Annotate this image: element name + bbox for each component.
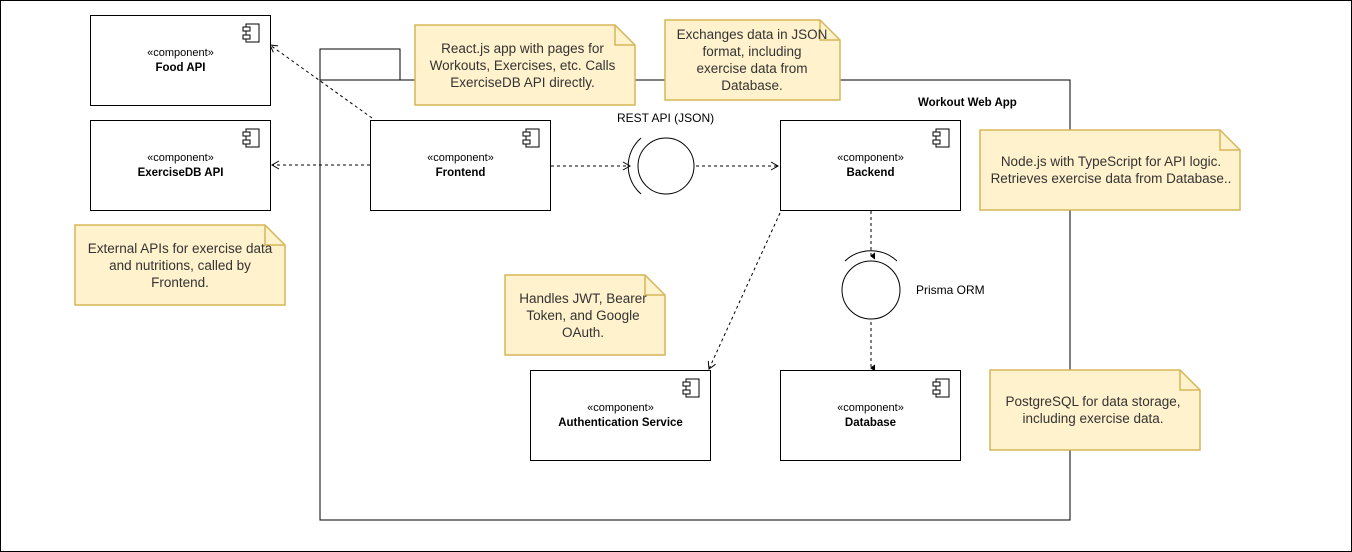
component-database[interactable]: «component» Database (780, 370, 961, 461)
component-frontend[interactable]: «component» Frontend (370, 120, 551, 211)
component-name: Food API (155, 61, 206, 74)
connector-backend-auth (707, 212, 781, 370)
interface-rest-api (627, 137, 695, 195)
component-backend[interactable]: «component» Backend (780, 120, 961, 211)
note-json-shape (664, 19, 841, 101)
note-json-exchange: Exchanges data in JSON format, including… (676, 27, 828, 93)
component-name: ExerciseDB API (137, 166, 224, 179)
note-external-shape (74, 224, 286, 306)
component-icon (932, 378, 950, 398)
component-exercisedb-api[interactable]: «component» ExerciseDB API (90, 120, 271, 211)
component-name: Frontend (435, 166, 486, 179)
note-external-apis: External APIs for exercise data and nutr… (87, 240, 273, 290)
stereotype-label: «component» (837, 151, 904, 164)
connector-frontend-foodapi (269, 44, 373, 119)
component-name: Database (844, 416, 897, 429)
package-label: Workout Web App (918, 97, 1017, 109)
rest-api-label: REST API (JSON) (617, 111, 715, 125)
note-postgres: PostgreSQL for data storage, including e… (1005, 394, 1181, 426)
note-react-shape (414, 24, 636, 106)
component-food-api[interactable]: «component» Food API (90, 15, 271, 106)
component-name: Backend (846, 166, 895, 179)
note-auth-shape (504, 274, 666, 356)
note-auth: Handles JWT, Bearer Token, and Google OA… (519, 290, 647, 340)
prisma-orm-label: Prisma ORM (916, 283, 985, 297)
component-icon (242, 128, 260, 148)
component-icon (932, 128, 950, 148)
interface-prisma-orm (841, 250, 901, 320)
component-name: Authentication Service (558, 416, 683, 429)
stereotype-label: «component» (147, 46, 214, 59)
stereotype-label: «component» (147, 151, 214, 164)
stereotype-label: «component» (587, 401, 654, 414)
component-icon (242, 23, 260, 43)
note-react: React.js app with pages for Workouts, Ex… (429, 40, 616, 90)
note-nodejs-shape (979, 129, 1241, 211)
stereotype-label: «component» (837, 401, 904, 414)
stereotype-label: «component» (427, 151, 494, 164)
note-postgres-shape (989, 369, 1201, 451)
note-nodejs: Node.js with TypeScript for API logic. R… (990, 154, 1232, 186)
component-icon (682, 378, 700, 398)
component-icon (522, 128, 540, 148)
component-authentication-service[interactable]: «component» Authentication Service (530, 370, 711, 461)
